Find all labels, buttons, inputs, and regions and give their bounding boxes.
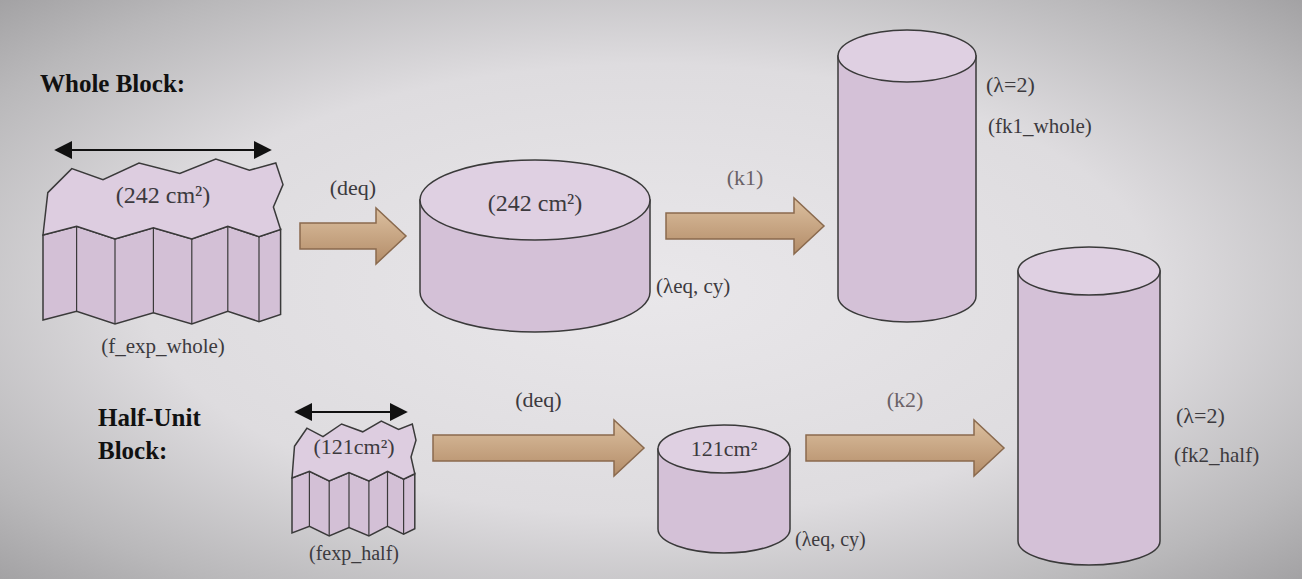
prism-edge <box>368 481 369 536</box>
arrow-label: (deq) <box>330 176 376 200</box>
area-label: (121cm²) <box>288 434 420 459</box>
block-arrow <box>806 420 1004 476</box>
parameter-label: (fk2_half) <box>1174 443 1259 467</box>
prism-edge <box>76 226 77 311</box>
parameter-label: (λeq, cy) <box>656 274 730 298</box>
prism-edge <box>387 471 388 526</box>
block-arrow <box>666 198 824 254</box>
prism-edge <box>191 239 192 324</box>
area-label: (242 cm²) <box>420 190 650 218</box>
parameter-label: (λ=2) <box>1176 403 1225 428</box>
standard-cylinder: (λ=2) (fk2_half) <box>1018 247 1294 572</box>
prism-edge <box>153 228 154 313</box>
arrow-label: (k2) <box>887 388 924 412</box>
arrow-label: (deq) <box>515 388 561 412</box>
equivalent-cylinder: (242 cm²) (λeq, cy) <box>420 160 750 340</box>
prism-edge <box>403 479 404 534</box>
row-heading: Half-Unit Block: <box>98 402 248 467</box>
parameter-label: (λeq, cy) <box>795 528 866 551</box>
cylinder-top <box>658 425 790 473</box>
cylinder-top <box>420 160 650 240</box>
shape-outline <box>420 160 652 334</box>
prism-edge <box>258 237 259 322</box>
prism-edge <box>348 473 349 528</box>
area-label: (242 cm²) <box>42 182 284 210</box>
cylinder-top <box>838 30 976 82</box>
cylinder-body <box>1018 271 1160 565</box>
block-arrow <box>300 208 406 264</box>
block-arrow <box>433 420 644 476</box>
area-label: 121cm² <box>658 436 790 461</box>
parameter-label: (λ=2) <box>986 72 1035 97</box>
width-dimension-arrow <box>56 149 270 151</box>
row-heading: Whole Block: <box>40 68 300 101</box>
shape-outline <box>838 30 978 324</box>
prism-edge <box>329 481 330 536</box>
prism-edge <box>309 471 310 526</box>
arrow-label: (k1) <box>727 166 764 190</box>
cylinder-top <box>1018 247 1160 295</box>
width-dimension-arrow <box>296 411 406 413</box>
equivalent-cylinder: 121cm² (λeq, cy) <box>658 425 880 565</box>
prism-top-face <box>43 159 283 239</box>
whole-block-prism: (242 cm²) (f_exp_whole) <box>40 158 290 368</box>
cylinder-body <box>838 56 976 322</box>
parameter-label: (f_exp_whole) <box>42 334 284 358</box>
shape-outline <box>1018 247 1162 567</box>
half-unit-block-prism: (121cm²) (fexp_half) <box>288 420 422 578</box>
prism-edge <box>227 226 228 311</box>
prism-front-face <box>43 226 281 324</box>
prism-front-face <box>292 471 415 536</box>
prism-edge <box>114 239 115 324</box>
parameter-label: (fk1_whole) <box>988 114 1092 138</box>
parameter-label: (fexp_half) <box>288 542 420 565</box>
